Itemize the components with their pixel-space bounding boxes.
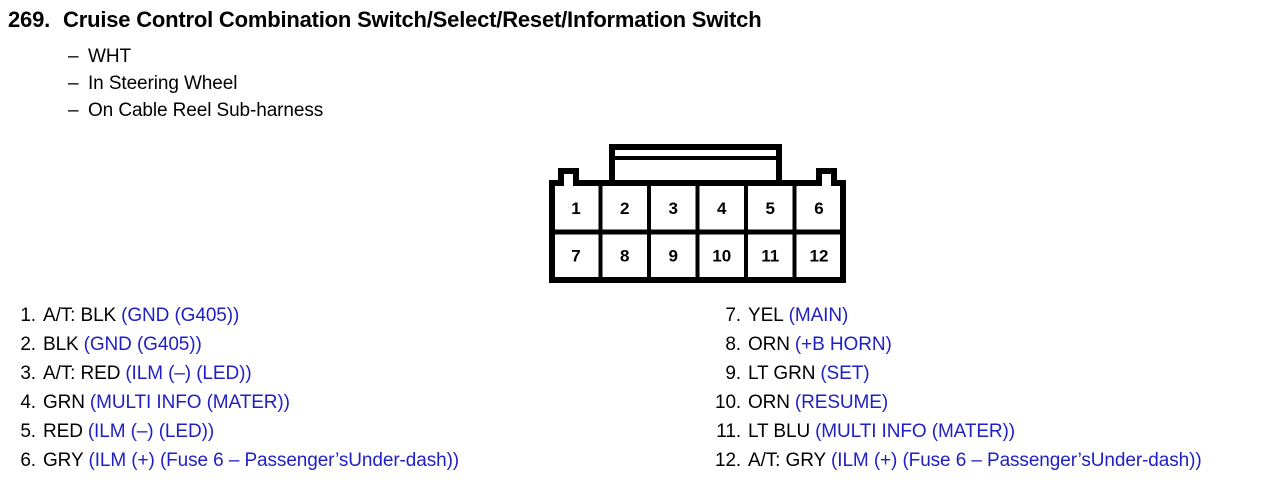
- pin-number: 8.: [725, 334, 741, 355]
- pin-list-item: 10. ORN(RESUME): [715, 392, 1278, 421]
- connector-pin-12: 12: [810, 247, 829, 266]
- pin-wire-color: LT GRN: [748, 363, 816, 384]
- pin-wire-color: A/T: RED: [43, 363, 121, 384]
- pin-list-item: 7. YEL(MAIN): [715, 305, 1278, 334]
- connector-pin-2: 2: [620, 199, 629, 218]
- connector-pin-4: 4: [717, 199, 727, 218]
- pin-list-item: 4. GRN(MULTI INFO (MATER)): [10, 392, 710, 421]
- pin-number: 3.: [20, 363, 36, 384]
- pin-wire-color: ORN: [748, 392, 790, 413]
- pin-description: (RESUME): [794, 392, 889, 413]
- pin-list-item: 8. ORN(+B HORN): [715, 334, 1278, 363]
- pin-list-right: 7. YEL(MAIN) 8. ORN(+B HORN) 9. LT GRN(S…: [715, 305, 1278, 479]
- subtitle-list: –WHT –In Steering Wheel –On Cable Reel S…: [68, 43, 323, 124]
- pin-list-item: 1. A/T: BLK(GND (G405)): [10, 305, 710, 334]
- connector-diagram: 1 2 3 4 5 6 7 8 9 10 11 12: [545, 140, 850, 290]
- pin-list-item: 12. A/T: GRY(ILM (+) (Fuse 6 – Passenger…: [715, 450, 1278, 479]
- title-number: 269.: [8, 7, 51, 32]
- pin-wire-color: YEL: [748, 305, 784, 326]
- dash-bullet-icon: –: [68, 46, 79, 67]
- subtitle-item-harness: –On Cable Reel Sub-harness: [68, 97, 323, 124]
- connector-pin-7: 7: [571, 247, 580, 266]
- pin-list-item: 6. GRY(ILM (+) (Fuse 6 – Passenger’sUnde…: [10, 450, 710, 479]
- pin-description: (ILM (+) (Fuse 6 – Passenger’sUnder-dash…: [831, 450, 1202, 471]
- connector-latch-tab: [609, 144, 782, 185]
- pin-wire-color: RED: [43, 421, 83, 442]
- connector-pin-11: 11: [761, 247, 779, 266]
- title-text: Cruise Control Combination Switch/Select…: [63, 7, 762, 32]
- pin-list-item: 2. BLK(GND (G405)): [10, 334, 710, 363]
- connector-pin-3: 3: [669, 199, 678, 218]
- pin-number: 12.: [715, 450, 742, 471]
- pin-description: (GND (G405)): [121, 305, 240, 326]
- pin-wire-color: GRY: [43, 450, 84, 471]
- page-title: 269. Cruise Control Combination Switch/Se…: [8, 7, 762, 33]
- pin-list-item: 3. A/T: RED(ILM (–) (LED)): [10, 363, 710, 392]
- pin-description: (SET): [820, 363, 870, 384]
- pin-number: 10.: [715, 392, 742, 413]
- pin-number: 9.: [725, 363, 741, 384]
- subtitle-label: WHT: [88, 46, 131, 67]
- pin-list-item: 5. RED(ILM (–) (LED)): [10, 421, 710, 450]
- pin-wire-color: ORN: [748, 334, 790, 355]
- pin-number: 7.: [725, 305, 741, 326]
- pin-number: 1.: [20, 305, 36, 326]
- connector-pin-5: 5: [766, 199, 775, 218]
- connector-pin-6: 6: [814, 199, 823, 218]
- subtitle-item-location: –In Steering Wheel: [68, 70, 323, 97]
- pin-description: (ILM (–) (LED)): [125, 363, 252, 384]
- pin-number: 6.: [20, 450, 36, 471]
- subtitle-label: On Cable Reel Sub-harness: [88, 100, 324, 121]
- pin-description: (MULTI INFO (MATER)): [89, 392, 290, 413]
- pin-list-item: 9. LT GRN(SET): [715, 363, 1278, 392]
- pin-number: 4.: [20, 392, 36, 413]
- pin-description: (MULTI INFO (MATER)): [815, 421, 1015, 442]
- dash-bullet-icon: –: [68, 100, 79, 121]
- connector-pin-8: 8: [620, 247, 629, 266]
- pin-wire-color: A/T: BLK: [43, 305, 117, 326]
- pin-description: (ILM (+) (Fuse 6 – Passenger’sUnder-dash…: [88, 450, 460, 471]
- connector-pin-10: 10: [712, 247, 731, 266]
- pin-description: (GND (G405)): [83, 334, 202, 355]
- pin-wire-color: A/T: GRY: [748, 450, 827, 471]
- pin-number: 5.: [20, 421, 36, 442]
- connector-column-dividers: [598, 183, 797, 280]
- pin-number: 11.: [716, 421, 741, 442]
- pin-list-item: 11. LT BLU(MULTI INFO (MATER)): [715, 421, 1278, 450]
- pin-wire-color: LT BLU: [748, 421, 811, 442]
- pin-number: 2.: [20, 334, 36, 355]
- pin-wire-color: GRN: [43, 392, 85, 413]
- pin-description: (MAIN): [788, 305, 849, 326]
- subtitle-label: In Steering Wheel: [88, 73, 238, 94]
- subtitle-item-wire-color: –WHT: [68, 43, 323, 70]
- pin-wire-color: BLK: [43, 334, 79, 355]
- dash-bullet-icon: –: [68, 73, 79, 94]
- connector-pin-9: 9: [669, 247, 678, 266]
- connector-pin-1: 1: [571, 199, 580, 218]
- pin-description: (ILM (–) (LED)): [87, 421, 215, 442]
- pin-list-left: 1. A/T: BLK(GND (G405)) 2. BLK(GND (G405…: [10, 305, 710, 479]
- pin-description: (+B HORN): [794, 334, 892, 355]
